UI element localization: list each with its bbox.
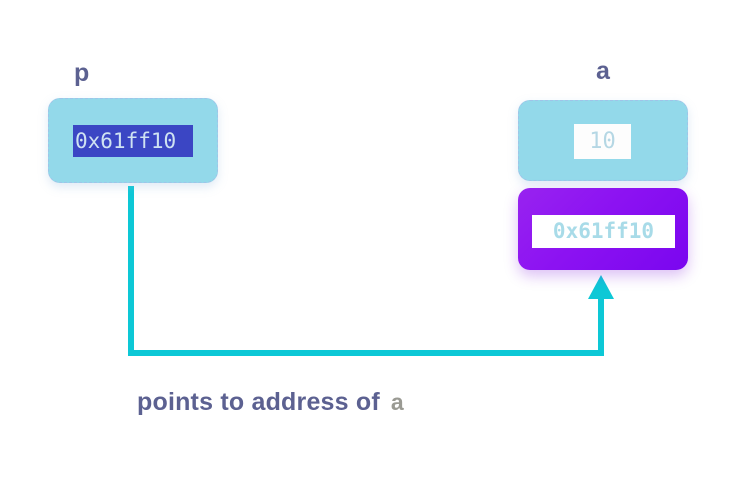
pointer-variable-label: p — [74, 59, 90, 87]
variable-label: a — [596, 57, 611, 85]
caption: points to address of a — [137, 388, 404, 417]
variable-value-text: 10 — [589, 128, 616, 154]
variable-address-box[interactable]: 0x61ff10 — [532, 215, 675, 248]
pointer-memory-cell[interactable]: 0x61ff10 — [48, 98, 218, 183]
caption-variable: a — [390, 389, 404, 415]
connector-arrowhead — [588, 275, 614, 299]
pointer-value-text: 0x61ff10 — [75, 128, 177, 153]
variable-value-box[interactable]: 10 — [574, 124, 631, 159]
variable-address-text: 0x61ff10 — [552, 219, 655, 243]
caption-text: points to address of — [137, 388, 380, 416]
variable-address-cell[interactable]: 0x61ff10 — [518, 188, 688, 270]
pointer-value-highlight[interactable]: 0x61ff10 — [73, 125, 193, 157]
variable-value-cell[interactable]: 10 — [518, 100, 688, 181]
